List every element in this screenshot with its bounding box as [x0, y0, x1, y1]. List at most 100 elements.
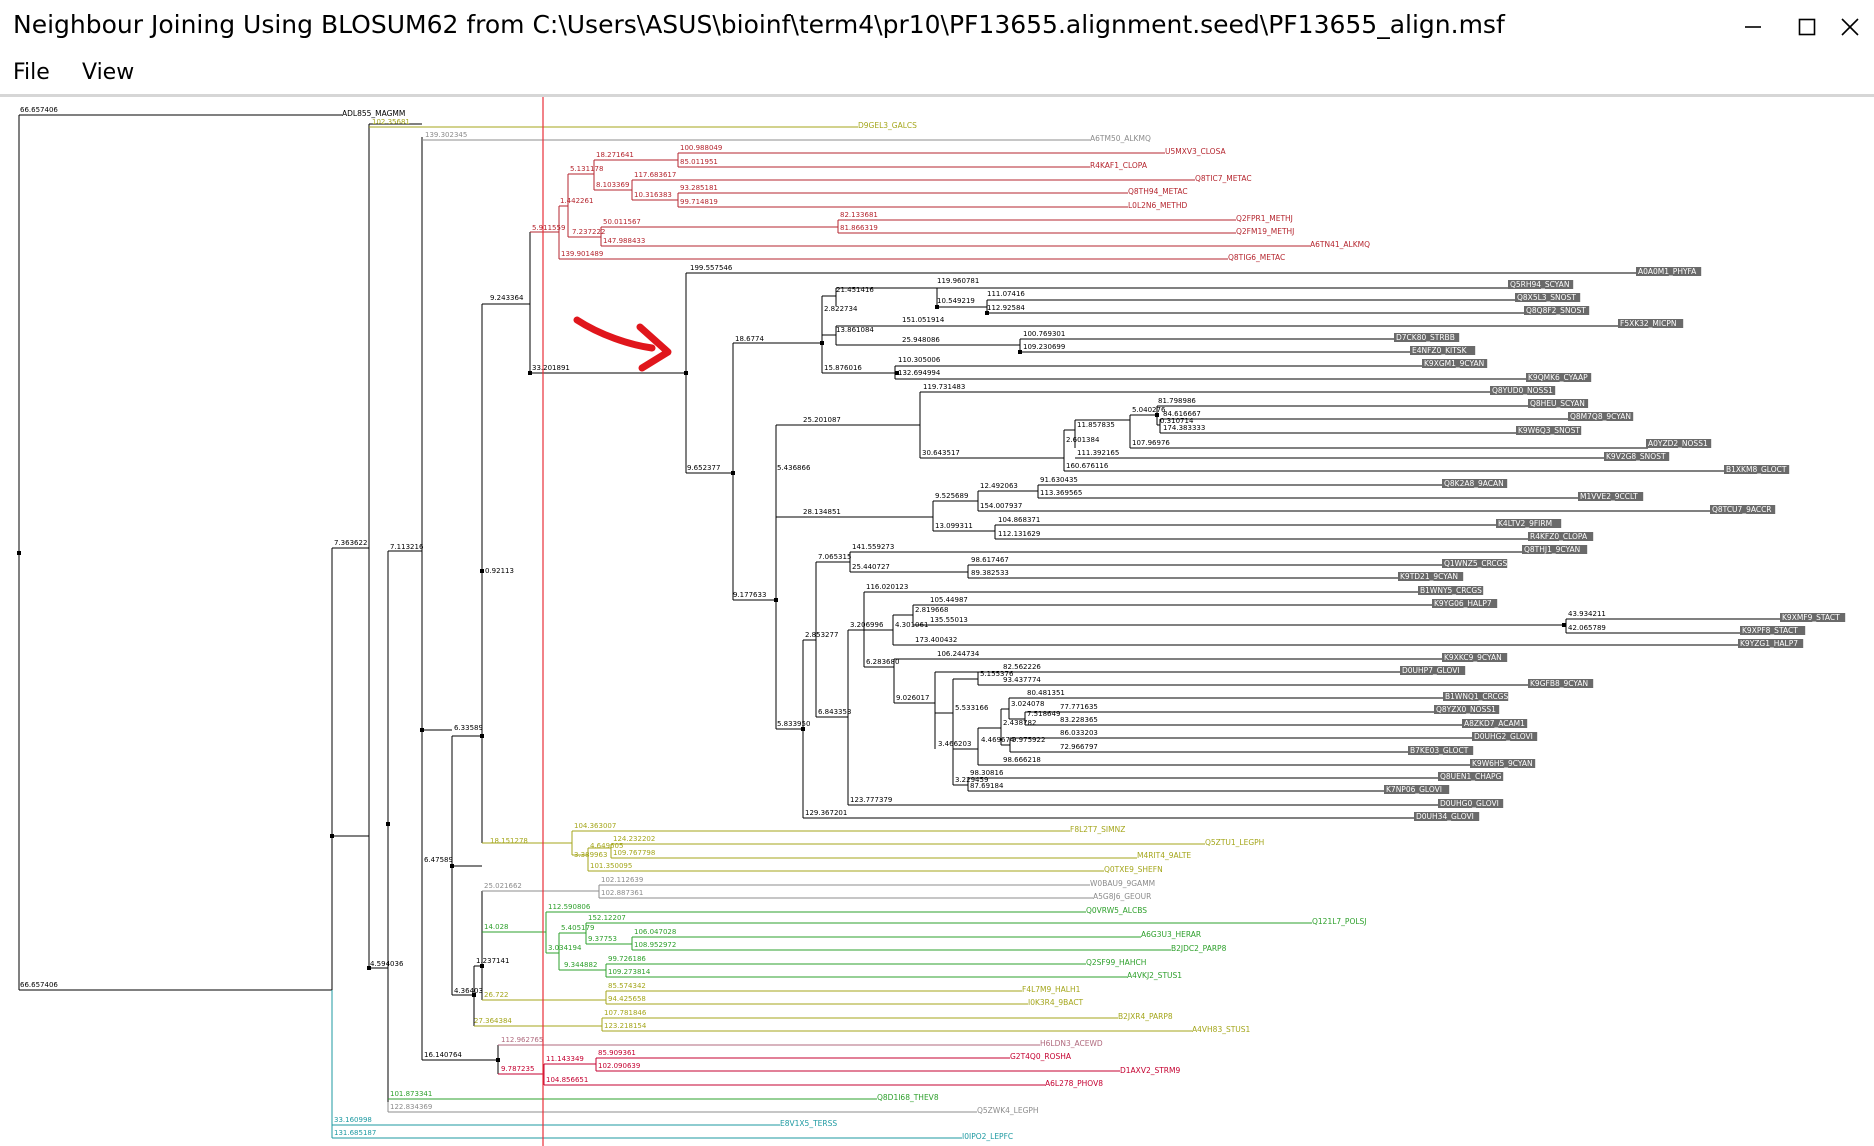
leaf-label[interactable]: D9GEL3_GALCS	[858, 121, 917, 130]
leaf-label[interactable]: I0IPO2_LEPFC	[962, 1132, 1013, 1141]
leaf-label[interactable]: F8L2T7_SIMNZ	[1070, 825, 1125, 834]
leaf-label[interactable]: K9QMK6_CYAAP	[1528, 373, 1588, 382]
leaf-label[interactable]: H6LDN3_ACEWD	[1040, 1039, 1103, 1048]
branch-length-label: 199.557546	[690, 264, 733, 272]
leaf-label[interactable]: B2JXR4_PARP8	[1118, 1012, 1173, 1021]
leaf-label[interactable]: M4RIT4_9ALTE	[1137, 851, 1191, 860]
leaf-label[interactable]: E8V1X5_TERSS	[780, 1119, 837, 1128]
leaf-label[interactable]: G2T4Q0_ROSHA	[1010, 1052, 1072, 1061]
leaf-label[interactable]: A6TN41_ALKMQ	[1310, 240, 1370, 249]
leaf-label[interactable]: Q8K2A8_9ACAN	[1444, 479, 1504, 488]
leaf-label[interactable]: Q5ZWK4_LEGPH	[977, 1106, 1039, 1115]
leaf-label[interactable]: K4LTV2_9FIRM	[1498, 519, 1552, 528]
leaf-label[interactable]: K9XGM1_9CYAN	[1424, 359, 1484, 368]
branch-length-label: 109.230699	[1023, 343, 1065, 351]
leaf-label[interactable]: Q8Q8F2_SNOST	[1526, 306, 1586, 315]
branch-length-label: 129.367201	[805, 809, 847, 817]
minimize-button[interactable]	[1729, 10, 1777, 44]
leaf-label[interactable]: Q8TIC7_METAC	[1195, 174, 1252, 183]
leaf-label[interactable]: Q8TH94_METAC	[1128, 187, 1188, 196]
tree-diagram[interactable]: 66.657406ADL855_MAGMM102.35681D9GEL3_GAL…	[0, 97, 1874, 1146]
leaf-label[interactable]: K9XMF9_STACT	[1782, 613, 1840, 622]
leaf-label[interactable]: D0UHP7_GLOVI	[1402, 666, 1460, 675]
leaf-label[interactable]: K9W6H5_9CYAN	[1472, 759, 1533, 768]
leaf-label[interactable]: Q2FM19_METHJ	[1236, 227, 1294, 236]
leaf-label[interactable]: W0BAU9_9GAMM	[1090, 879, 1155, 888]
leaf-label[interactable]: K9YZG1_HALP7	[1740, 639, 1798, 648]
leaf-label[interactable]: B1WNY5_CRCGS	[1420, 586, 1482, 595]
leaf-label[interactable]: K9V2G8_SNOST	[1606, 452, 1666, 461]
leaf-label[interactable]: Q8YZX0_NOSS1	[1436, 705, 1496, 714]
leaf-label[interactable]: I0K3R4_9BACT	[1028, 998, 1084, 1007]
branch-length-label: 7.065315	[818, 553, 851, 561]
leaf-label[interactable]: R4KAF1_CLOPA	[1090, 161, 1148, 170]
leaf-label[interactable]: K9YG06_HALP7	[1434, 599, 1492, 608]
leaf-label[interactable]: F5XK32_MICPN	[1620, 319, 1677, 328]
leaf-label[interactable]: B1XKM8_GLOCT	[1726, 465, 1787, 474]
leaf-label[interactable]: Q0VRW5_ALCBS	[1086, 906, 1147, 915]
leaf-label[interactable]: K9TD21_9CYAN	[1400, 572, 1458, 581]
menu-separator	[0, 94, 1874, 97]
leaf-label[interactable]: A8ZKD7_ACAM1	[1464, 719, 1525, 728]
branch-length-label: 141.559273	[852, 543, 894, 551]
leaf-label[interactable]: Q5RH94_SCYAN	[1510, 280, 1569, 289]
leaf-label[interactable]: Q8THJ1_9CYAN	[1524, 545, 1580, 554]
leaf-label[interactable]: F4L7M9_HALH1	[1022, 985, 1081, 994]
leaf-label[interactable]: K9XKC9_9CYAN	[1444, 653, 1502, 662]
menu-file[interactable]: File	[13, 60, 50, 85]
leaf-label[interactable]: M1VVE2_9CCLT	[1580, 492, 1638, 501]
branch-length-label: 5.131178	[570, 165, 603, 173]
leaf-label[interactable]: D0UH34_GLOVI	[1416, 812, 1474, 821]
maximize-icon	[1798, 18, 1816, 36]
leaf-label[interactable]: K9W6Q3_SNOST	[1518, 426, 1580, 435]
close-button[interactable]	[1826, 10, 1874, 44]
leaf-label[interactable]: Q2FPR1_METHJ	[1236, 214, 1293, 223]
leaf-label[interactable]: A0A0M1_PHYFA	[1638, 267, 1697, 276]
leaf-label[interactable]: A5G8J6_GEOUR	[1093, 892, 1151, 901]
leaf-label[interactable]: Q8HEU_SCYAN	[1530, 399, 1585, 408]
leaf-label[interactable]: K9GFB8_9CYAN	[1530, 679, 1588, 688]
leaf-label[interactable]: D0UHG2_GLOVI	[1474, 732, 1533, 741]
leaf-label[interactable]: Q8UEN1_CHAPG	[1440, 772, 1502, 781]
leaf-label[interactable]: Q8TCU7_9ACCR	[1712, 505, 1772, 514]
leaf-label[interactable]: A6TM50_ALKMQ	[1090, 134, 1151, 143]
leaf-label[interactable]: D1AXV2_STRM9	[1120, 1066, 1180, 1075]
branch-length-label: 0.92113	[485, 567, 514, 575]
leaf-label[interactable]: E4NFZ0_KITSK	[1412, 346, 1468, 355]
leaf-label[interactable]: A6G3U3_HERAR	[1141, 930, 1201, 939]
leaf-label[interactable]: U5MXV3_CLOSA	[1165, 147, 1226, 156]
leaf-label[interactable]: D7CK80_STRBB	[1396, 333, 1455, 342]
branch-length-label: 33.201891	[532, 364, 570, 372]
leaf-label[interactable]: Q2SF99_HAHCH	[1086, 958, 1146, 967]
leaf-label[interactable]: Q5ZTU1_LEGPH	[1205, 838, 1264, 847]
leaf-label[interactable]: A0YZD2_NOSS1	[1648, 439, 1708, 448]
branch-length-label: 21.451416	[836, 286, 874, 294]
leaf-label[interactable]: Q1WNZ5_CRCGS	[1444, 559, 1507, 568]
leaf-label[interactable]: Q8YUD0_NOSS1	[1492, 386, 1553, 395]
leaf-label[interactable]: Q8D1I68_THEV8	[877, 1093, 939, 1102]
leaf-label[interactable]: Q8X5L3_SNOST	[1517, 293, 1576, 302]
leaf-label[interactable]: A4VH83_STUS1	[1192, 1025, 1251, 1034]
leaf-label[interactable]: B7KE03_GLOCT	[1410, 746, 1469, 755]
leaf-label[interactable]: K7NP06_GLOVI	[1386, 785, 1442, 794]
leaf-label[interactable]: A6L278_PHOV8	[1045, 1079, 1103, 1088]
branch-length-label: 107.96976	[1132, 439, 1170, 447]
leaf-label[interactable]: Q121L7_POLSJ	[1312, 917, 1367, 926]
branch-length-label: 1.442261	[560, 197, 593, 205]
leaf-label[interactable]: A4VKJ2_STUS1	[1127, 971, 1182, 980]
leaf-label[interactable]: Q8M7Q8_9CYAN	[1570, 412, 1631, 421]
leaf-tag-bg	[1443, 692, 1509, 701]
leaf-label[interactable]: B2JDC2_PARP8	[1171, 944, 1227, 953]
leaf-label[interactable]: B1WNQ1_CRCGS	[1445, 692, 1508, 701]
leaf-label[interactable]: R4KFZ0_CLOPA	[1530, 532, 1588, 541]
leaf-label[interactable]: K9XPF8_STACT	[1742, 626, 1798, 635]
maximize-button[interactable]	[1783, 10, 1831, 44]
branch-length-label: 139.901489	[561, 250, 603, 258]
leaf-label[interactable]: D0UHG0_GLOVI	[1440, 799, 1499, 808]
leaf-label[interactable]: Q0TXE9_SHEFN	[1104, 865, 1163, 874]
menu-view[interactable]: View	[82, 60, 135, 85]
leaf-label[interactable]: L0L2N6_METHD	[1128, 201, 1187, 210]
leaf-label[interactable]: Q8TIG6_METAC	[1228, 253, 1285, 262]
leaf-label[interactable]: ADL855_MAGMM	[342, 109, 405, 118]
